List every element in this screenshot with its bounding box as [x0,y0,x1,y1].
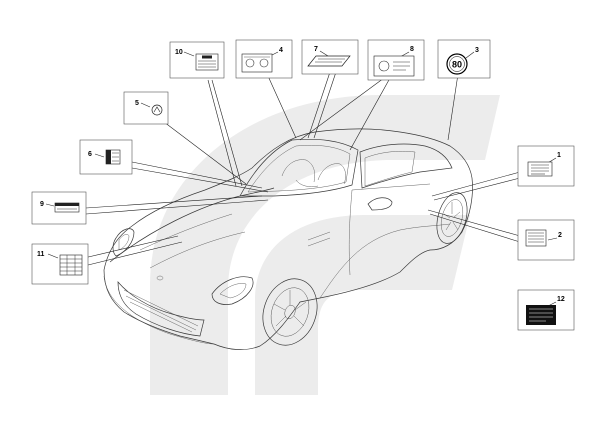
speed-limit-badge: 80 [446,53,468,75]
callout-10-number: 10 [175,49,183,56]
callout-8-number: 8 [410,46,414,53]
callout-11-number: 11 [37,251,45,258]
callout-2-number: 2 [558,232,562,239]
callout-9[interactable]: 9 [31,191,87,225]
label-plate-10 [195,53,219,71]
callout-2[interactable]: 2 [517,219,575,261]
callout-1[interactable]: 1 [517,145,575,187]
label-plate-12 [526,305,556,325]
callout-10[interactable]: 10 [169,41,225,79]
callout-5-number: 5 [135,100,139,107]
speed-badge-value: 80 [452,60,462,70]
label-plate-2 [525,229,547,247]
callout-6-number: 6 [88,151,92,158]
callout-12[interactable]: 12 [517,289,575,331]
emblem-badge-5 [151,104,163,116]
leader-lines [83,71,521,267]
callout-9-number: 9 [40,201,44,208]
label-plate-9 [54,202,80,213]
label-plate-11 [59,254,83,276]
callout-5[interactable]: 5 [123,91,169,125]
label-plate-6 [105,149,121,165]
label-plate-1 [527,161,553,177]
callout-1-number: 1 [557,152,561,159]
callout-12-number: 12 [557,296,565,303]
front-wheel [262,278,318,346]
label-plate-4 [241,53,273,73]
rear-wheel [436,192,468,244]
label-plate-7 [307,55,351,67]
callout-4-number: 4 [279,47,283,54]
callout-11[interactable]: 11 [31,243,89,285]
car-outline [103,128,473,350]
callout-6[interactable]: 6 [79,139,133,175]
callout-4[interactable]: 4 [235,39,293,79]
callout-3[interactable]: 3 80 [437,39,491,79]
callout-8[interactable]: 8 [367,39,425,81]
callout-7[interactable]: 7 [301,39,359,75]
callout-3-number: 3 [475,47,479,54]
label-plate-8 [373,55,415,77]
callout-7-number: 7 [314,46,318,53]
